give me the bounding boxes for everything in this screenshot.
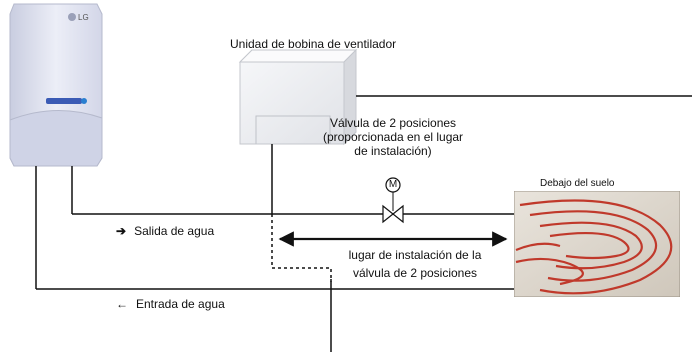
floor-heating-image	[514, 191, 680, 297]
water-in-text: Entrada de agua	[136, 297, 225, 311]
unit-badge	[46, 98, 82, 104]
valve-label-line2: (proporcionada en el lugar	[322, 130, 464, 144]
dashed-pipe	[271, 214, 332, 282]
unit-brand-label: LG	[78, 13, 89, 22]
arrow-right-icon: ➔	[116, 224, 127, 238]
valve-motor-label: M	[388, 179, 398, 190]
valve-label-line1: Válvula de 2 posiciones	[329, 116, 457, 130]
install-location-label: lugar de instalación de la válvula de 2 …	[330, 248, 500, 280]
floor-label: Debajo del suelo	[540, 178, 615, 189]
lg-logo-icon	[68, 13, 76, 21]
fan-coil-unit	[238, 48, 358, 146]
install-label-line1: lugar de instalación de la	[348, 248, 482, 262]
valve-label: Válvula de 2 posiciones (proporcionada e…	[300, 116, 486, 158]
motorized-valve-icon	[382, 177, 404, 224]
piping	[35, 95, 692, 352]
install-label-line2: válvula de 2 posiciones	[352, 266, 478, 280]
fan-coil-label: Unidad de bobina de ventilador	[230, 37, 397, 51]
valve-label-line3: de instalación)	[354, 144, 432, 158]
lg-unit	[9, 3, 103, 167]
arrow-left-icon: ←	[116, 297, 128, 311]
water-in-label: ← Entrada de agua	[116, 297, 225, 311]
water-out-text: Salida de agua	[134, 224, 215, 238]
water-out-label: ➔ Salida de agua	[116, 224, 214, 238]
